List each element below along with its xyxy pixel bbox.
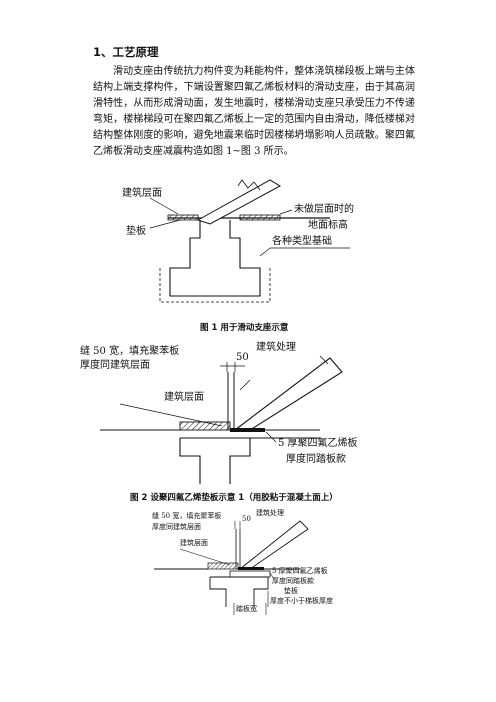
fig3-label-thickness-min: 厚度不小于梯板厚度 bbox=[270, 596, 333, 605]
figure-1-caption: 图 1 用于滑动支座示意 bbox=[200, 323, 289, 333]
figure-2-drawing: 缝 50 宽，填充聚苯板 厚度同建筑层面 50 建筑处理 建筑层面 5 厚聚四氟… bbox=[80, 338, 390, 486]
fig3-label-thickness-tread: 厚度同踏板款 bbox=[272, 576, 314, 585]
fig2-label-building-surface: 建筑层面 bbox=[164, 390, 204, 403]
fig3-dim-50: 50 bbox=[242, 515, 251, 523]
fig2-label-thickness-same: 厚度同建筑层面 bbox=[80, 358, 150, 371]
section-heading: 1、工艺原理 bbox=[93, 45, 159, 59]
fig3-label-tread-width: 踏板宽 bbox=[236, 604, 257, 613]
fig1-label-ground-level-1: 未做层面时的 bbox=[294, 202, 354, 215]
figure-1-drawing: 建筑层面 垫板 未做层面时的 地面标高 各种类型基础 bbox=[120, 176, 380, 316]
fig3-label-ptfe-plate: 5 厚聚四氟乙烯板 bbox=[272, 566, 328, 575]
fig3-label-building-surface: 建筑层面 bbox=[180, 538, 208, 547]
fig1-label-foundation: 各种类型基础 bbox=[272, 234, 332, 247]
fig2-dim-50: 50 bbox=[236, 352, 249, 363]
fig3-label-thickness-same: 厚度同建筑层面 bbox=[152, 522, 201, 531]
figure-2-caption: 图 2 设聚四氟乙烯垫板示意 1（用胶粘于混凝土面上） bbox=[130, 493, 338, 503]
fig2-label-gap-fill: 缝 50 宽，填充聚苯板 bbox=[80, 344, 179, 357]
figure-3-drawing: 缝 50 宽，填充聚苯板 厚度同建筑层面 50 建筑处理 建筑层面 5 厚聚四氟… bbox=[150, 507, 380, 622]
body-paragraph: 滑动支座由传统抗力构件变为耗能构件，整体浇筑梯段板上端与主体结构上端支撑构件，下… bbox=[93, 66, 415, 157]
fig3-label-gap-fill: 缝 50 宽，填充聚苯板 bbox=[152, 511, 221, 520]
fig1-label-ground-level-2: 地面标高 bbox=[308, 218, 348, 231]
fig3-label-pad: 垫板 bbox=[284, 586, 298, 595]
fig1-label-building-surface: 建筑层面 bbox=[122, 186, 162, 199]
fig1-label-pad: 垫板 bbox=[126, 224, 146, 237]
fig2-label-ptfe-plate: 5 厚聚四氟乙烯板 bbox=[278, 436, 358, 449]
fig2-label-thickness-tread: 厚度同踏板款 bbox=[286, 452, 346, 465]
fig2-label-arch-treatment: 建筑处理 bbox=[256, 340, 296, 353]
fig3-label-arch-treatment: 建筑处理 bbox=[256, 508, 284, 517]
